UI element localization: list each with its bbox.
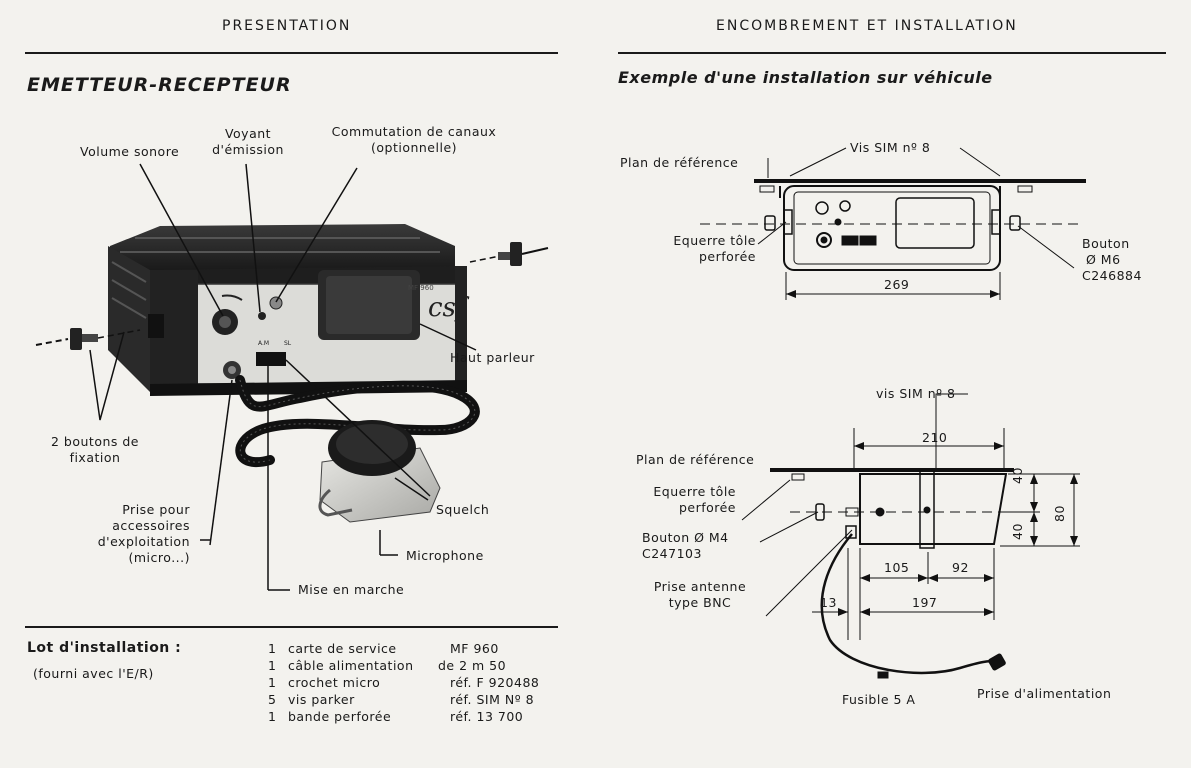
lot-item: 1 câble alimentation de 2 m 50 [268,658,507,673]
callout-prise-4: (micro...) [128,550,190,565]
left-header: PRESENTATION [222,18,352,34]
top-vis-label: Vis SIM nº 8 [850,140,931,155]
lot-subtitle: (fourni avec l'E/R) [33,666,154,681]
callout-volume: Volume sonore [80,144,180,159]
callout-prise-2: accessoires [112,518,190,533]
side-view-diagram [741,393,1080,679]
svg-text:A.M: A.M [258,340,269,347]
fixation-knob-left [35,328,141,350]
top-plan-label: Plan de référence [620,155,739,170]
radio-unit: csf MF 960 A.M SL [108,224,470,396]
callout-voyant-2: d'émission [212,142,284,157]
bottom-bouton-2: C247103 [642,546,702,561]
bottom-dim-40b: 40 [1010,523,1025,540]
right-header: ENCOMBREMENT ET INSTALLATION [716,18,1018,34]
bottom-dim-80: 80 [1052,505,1067,522]
bottom-equerre-2: perforée [678,500,736,515]
lot-title: Lot d'installation : [27,640,182,656]
bottom-dim-92: 92 [952,560,969,575]
top-bouton-3: C246884 [1082,268,1142,283]
bottom-fusible: Fusible 5 A [842,692,916,707]
top-equerre-2: perforée [698,249,756,264]
bottom-alim: Prise d'alimentation [977,686,1112,701]
callout-haut-parleur: Haut parleur [450,350,535,365]
callout-mise-en-marche: Mise en marche [298,582,405,597]
lot-item: 1 crochet micro réf. F 920488 [268,675,540,690]
lot-item: 5 vis parker réf. SIM Nº 8 [268,692,535,707]
top-view-diagram [700,147,1086,300]
right-header-rule [618,52,1166,54]
top-equerre-1: Equerre tôle [673,233,756,248]
callout-prise-3: d'exploitation [97,534,190,549]
bottom-prise-1: Prise antenne [653,579,747,594]
bottom-dim-105: 105 [884,560,910,575]
left-header-rule [25,52,558,54]
top-bouton-2: Ø M6 [1086,252,1121,267]
callout-prise-1: Prise pour [122,502,190,517]
top-dim-269: 269 [884,277,910,292]
bottom-dim-13: 13 [820,595,837,610]
microphone [318,420,441,523]
bottom-dim-40a: 40 [1010,467,1025,484]
top-bouton-1: Bouton [1082,236,1130,251]
lot-list: 1 carte de service MF 960 1 câble alimen… [268,640,539,725]
fixation-knob-right [469,242,549,266]
svg-text:MF 960: MF 960 [408,284,434,292]
callout-boutons-2: fixation [69,450,121,465]
callout-boutons-1: 2 boutons de [50,434,139,449]
callout-microphone: Microphone [406,548,484,563]
bottom-vis-label: vis SIM nº 8 [876,386,956,401]
bottom-equerre-1: Equerre tôle [653,484,736,499]
svg-text:csf: csf [428,293,470,323]
callout-commutation-1: Commutation de canaux [331,124,497,139]
left-title: EMETTEUR-RECEPTEUR [27,74,292,96]
callout-voyant-1: Voyant [224,126,272,141]
right-subtitle: Exemple d'une installation sur véhicule [618,68,993,87]
callout-squelch: Squelch [436,502,490,517]
bottom-dim-210: 210 [922,430,948,445]
bottom-dim-197: 197 [912,595,938,610]
bottom-bouton-1: Bouton Ø M4 [642,530,729,545]
lot-item: 1 carte de service MF 960 [268,641,499,656]
svg-text:SL: SL [284,340,292,347]
lot-item: 1 bande perforée réf. 13 700 [268,709,524,724]
bottom-plan-label: Plan de référence [636,452,755,467]
callout-commutation-2: (optionnelle) [370,140,458,155]
lot-rule [25,626,558,628]
bottom-prise-2: type BNC [668,595,732,610]
left-callout-lines [89,163,477,591]
